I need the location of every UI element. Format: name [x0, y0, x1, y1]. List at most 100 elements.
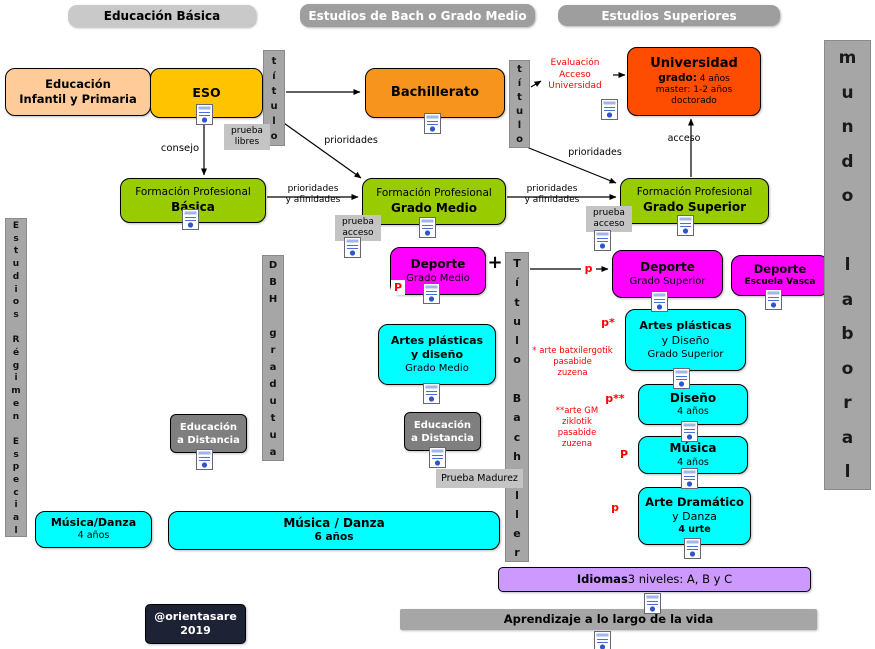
certificate-icon [344, 237, 361, 258]
badge-p-deporte-superior: p [581, 261, 596, 276]
node-educacion-infantil-primaria: Educación Infantil y Primaria [5, 68, 151, 116]
certificate-icon [594, 631, 611, 649]
box-text: Grado Medio [405, 363, 469, 375]
label-consejo: consejo [160, 143, 200, 154]
header-estudios-superiores: Estudios Superiores [558, 5, 780, 26]
node-aprendizaje-vida: Aprendizaje a lo largo de la vida [400, 609, 817, 630]
box-text: Música/Danza [50, 516, 137, 530]
bar-titulo-bachillerato: t í t u l o [509, 60, 530, 148]
certificate-icon [182, 209, 199, 230]
badge-p-deporte-medio: P [391, 280, 405, 295]
node-educacion-distancia-centro: Educación a Distancia [404, 412, 481, 451]
box-text: 2019 [180, 624, 211, 637]
node-bachillerato: Bachillerato [365, 68, 505, 118]
certificate-icon [429, 447, 446, 468]
box-text: Educación [413, 419, 472, 431]
certificate-icon [681, 421, 698, 442]
box-text: a Distancia [177, 434, 240, 446]
box-text: Escuela Vasca [744, 277, 816, 288]
box-text: Infantil y Primaria [19, 92, 137, 106]
box-text: doctorado [671, 96, 717, 107]
box-text: 4 años [696, 73, 730, 84]
box-text: 3 niveles: A, B y C [627, 572, 733, 587]
bar-dbh-gradutua: D B H g r a d u t u a [262, 255, 284, 461]
label-prioridades-afinidades-2: prioridades y afinidades [524, 184, 580, 205]
box-text: grado: [658, 71, 697, 84]
box-text: Educación [179, 421, 238, 433]
box-text: Bachillerato [390, 84, 480, 100]
node-artes-plasticas-grado-superior: Artes plásticas y Diseño Grado Superior [625, 309, 746, 371]
certificate-icon [651, 291, 668, 312]
box-text: Formación Profesional [376, 186, 492, 199]
certificate-icon [424, 113, 441, 134]
box-text: 4 años [677, 456, 709, 468]
box-text: Formación Profesional [636, 186, 753, 199]
box-text: Grado Superior [643, 200, 746, 215]
box-text: Grado Superior [629, 276, 706, 288]
bar-titulo-bachiller: T í t u l o B a c h i l l e r [505, 252, 529, 562]
box-text: Formación Profesional [135, 185, 251, 198]
box-text: Arte Dramático [645, 495, 744, 510]
note-arte-batxilergotik: * arte batxilergotik pasabide zuzena [532, 346, 613, 379]
node-artes-plasticas-grado-medio: Artes plásticas y diseño Grado Medio [378, 324, 496, 385]
node-idiomas: Idiomas 3 niveles: A, B y C [498, 567, 811, 592]
bar-titulo-eso: t í t u l o [263, 50, 285, 146]
box-text: Deporte [753, 262, 807, 277]
box-text: 4 años [77, 530, 110, 542]
certificate-icon [677, 215, 694, 236]
box-text: y diseño [410, 348, 464, 361]
box-text: @orientasare [154, 609, 237, 623]
box-text: Artes plásticas [390, 333, 484, 347]
header-estudios-bach-grado-medio: Estudios de Bach o Grado Medio [300, 4, 535, 27]
badge-p-artes-superior: p* [596, 314, 620, 330]
box-text: Aprendizaje a lo largo de la vida [503, 612, 714, 627]
box-text: 6 años [314, 531, 354, 544]
badge-p-musica: P [616, 446, 632, 462]
certificate-icon [419, 217, 436, 238]
badge-p-arte-dramatico: p [608, 500, 622, 515]
box-text: Idiomas [576, 572, 628, 587]
box-text: Diseño [669, 390, 717, 405]
box-text: master: 1-2 años [655, 85, 733, 95]
certificate-icon [423, 283, 440, 304]
box-text: Música / Danza [283, 515, 385, 530]
arrow-titulo-to-fp-grado-medio [280, 120, 362, 179]
certificate-icon [601, 99, 618, 120]
node-arte-dramatico-danza: Arte Dramático y Danza 4 urte [638, 487, 751, 545]
box-text: Música [669, 441, 717, 456]
label-prioridades-1: prioridades [324, 135, 378, 146]
box-text: ESO [192, 84, 221, 100]
node-deporte-grado-medio: Deporte Grado Medio [390, 247, 486, 295]
certificate-icon [673, 368, 690, 389]
label-prioridades-afinidades-1: prioridades y afinidades [285, 184, 341, 205]
label-evaluacion-acceso-universidad: Evaluación Acceso Universidad [548, 58, 602, 92]
node-educacion-distancia-izquierda: Educación a Distancia [170, 414, 247, 453]
arrow-titulo-to-fp-grado-superior [523, 145, 617, 184]
arrow-titulo-to-evaluacion [530, 80, 542, 88]
node-musica: Música 4 años [638, 436, 748, 474]
box-text: Grado Superior [647, 348, 724, 360]
certificate-icon [644, 593, 661, 614]
node-musica-danza-6: Música / Danza 6 años [168, 511, 500, 550]
certificate-icon [681, 468, 698, 489]
label-prueba-acceso-2: prueba acceso [586, 206, 632, 232]
certificate-icon [594, 230, 611, 251]
box-text: grado: 4 años [658, 72, 730, 85]
label-prueba-libres: prueba libres [224, 124, 270, 150]
note-arte-gm: **arte GM ziklotik pasabide zuzena [555, 406, 599, 450]
certificate-icon [423, 383, 440, 404]
box-text: y Diseño [661, 333, 710, 347]
certificate-icon [765, 289, 782, 310]
node-universidad: Universidad grado: 4 años master: 1-2 añ… [627, 47, 761, 116]
certificate-icon [196, 104, 213, 125]
label-prioridades-2: prioridades [568, 147, 622, 158]
box-text: Educación [45, 77, 111, 92]
bar-estudios-regimen-especial: E s t u d i o s R é g i m e n E s p e c … [5, 218, 27, 537]
box-text: 4 urte [678, 524, 711, 536]
box-text: Deporte [640, 259, 695, 274]
box-text: a Distancia [411, 432, 474, 444]
node-fp-grado-superior: Formación Profesional Grado Superior [620, 178, 769, 224]
box-text: y Danza [672, 510, 717, 524]
header-educacion-basica: Educación Básica [68, 5, 256, 27]
